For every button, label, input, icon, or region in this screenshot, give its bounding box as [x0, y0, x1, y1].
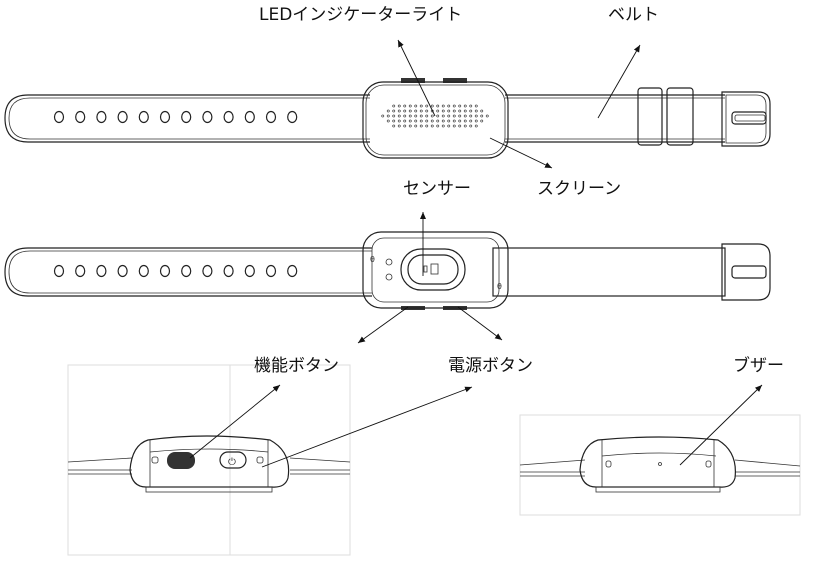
callout-arrows [189, 39, 763, 468]
strap-hole [138, 264, 149, 278]
strap-hole [181, 110, 192, 124]
strap-hole [117, 110, 128, 124]
svg-text:θ: θ [497, 282, 502, 291]
strap-hole [181, 264, 192, 278]
strap-hole [265, 110, 277, 124]
label-led-indicator: LEDインジケーターライト [259, 5, 462, 25]
strap-hole [202, 264, 213, 278]
left-strap-back [4, 247, 372, 297]
strap-hole [223, 264, 234, 278]
strap-hole [159, 110, 171, 124]
strap-hole [75, 110, 86, 124]
strap-holes [53, 110, 298, 124]
strap-hole [53, 264, 65, 278]
strap-hole [117, 264, 128, 278]
power-icon: ⏻ [228, 457, 236, 468]
strap-hole [159, 264, 171, 278]
strap-hole [53, 110, 65, 124]
strap-hole [287, 110, 298, 124]
side-view-buttons: ⏻ [67, 0, 351, 556]
side-view-buzzer [519, 414, 801, 516]
strap-hole [138, 110, 149, 124]
label-sensor: センサー [403, 179, 471, 199]
strap-hole [265, 264, 277, 278]
strap-hole [223, 110, 234, 124]
left-strap [4, 94, 370, 143]
back-view: θ θ [4, 231, 771, 310]
right-strap [505, 94, 725, 143]
strap-holes [53, 264, 298, 278]
strap-hole [244, 110, 255, 124]
led-dot-matrix [381, 104, 489, 128]
strap-hole [202, 110, 213, 124]
label-screen: スクリーン [537, 179, 621, 199]
buzzer-hole [658, 462, 662, 466]
label-function-button: 機能ボタン [254, 356, 339, 376]
strap-hole [96, 110, 107, 124]
buckle [721, 91, 771, 147]
strap-hole [75, 264, 86, 278]
strap-hole [244, 264, 255, 278]
function-button [167, 452, 195, 469]
function-button-top [401, 78, 425, 83]
right-strap-back [492, 243, 771, 301]
device-front [362, 78, 509, 159]
label-power-button: 電源ボタン [448, 356, 533, 376]
strap-hole [96, 264, 107, 278]
sensor [400, 248, 466, 291]
strap-loops [637, 87, 694, 146]
label-buzzer: ブザー [733, 355, 784, 376]
device-back: θ θ [362, 231, 509, 310]
power-button-top [443, 78, 467, 83]
label-belt: ベルト [608, 5, 659, 25]
strap-hole [287, 264, 298, 278]
svg-text:θ: θ [370, 255, 375, 264]
front-view [4, 78, 771, 159]
power-button [219, 451, 247, 469]
